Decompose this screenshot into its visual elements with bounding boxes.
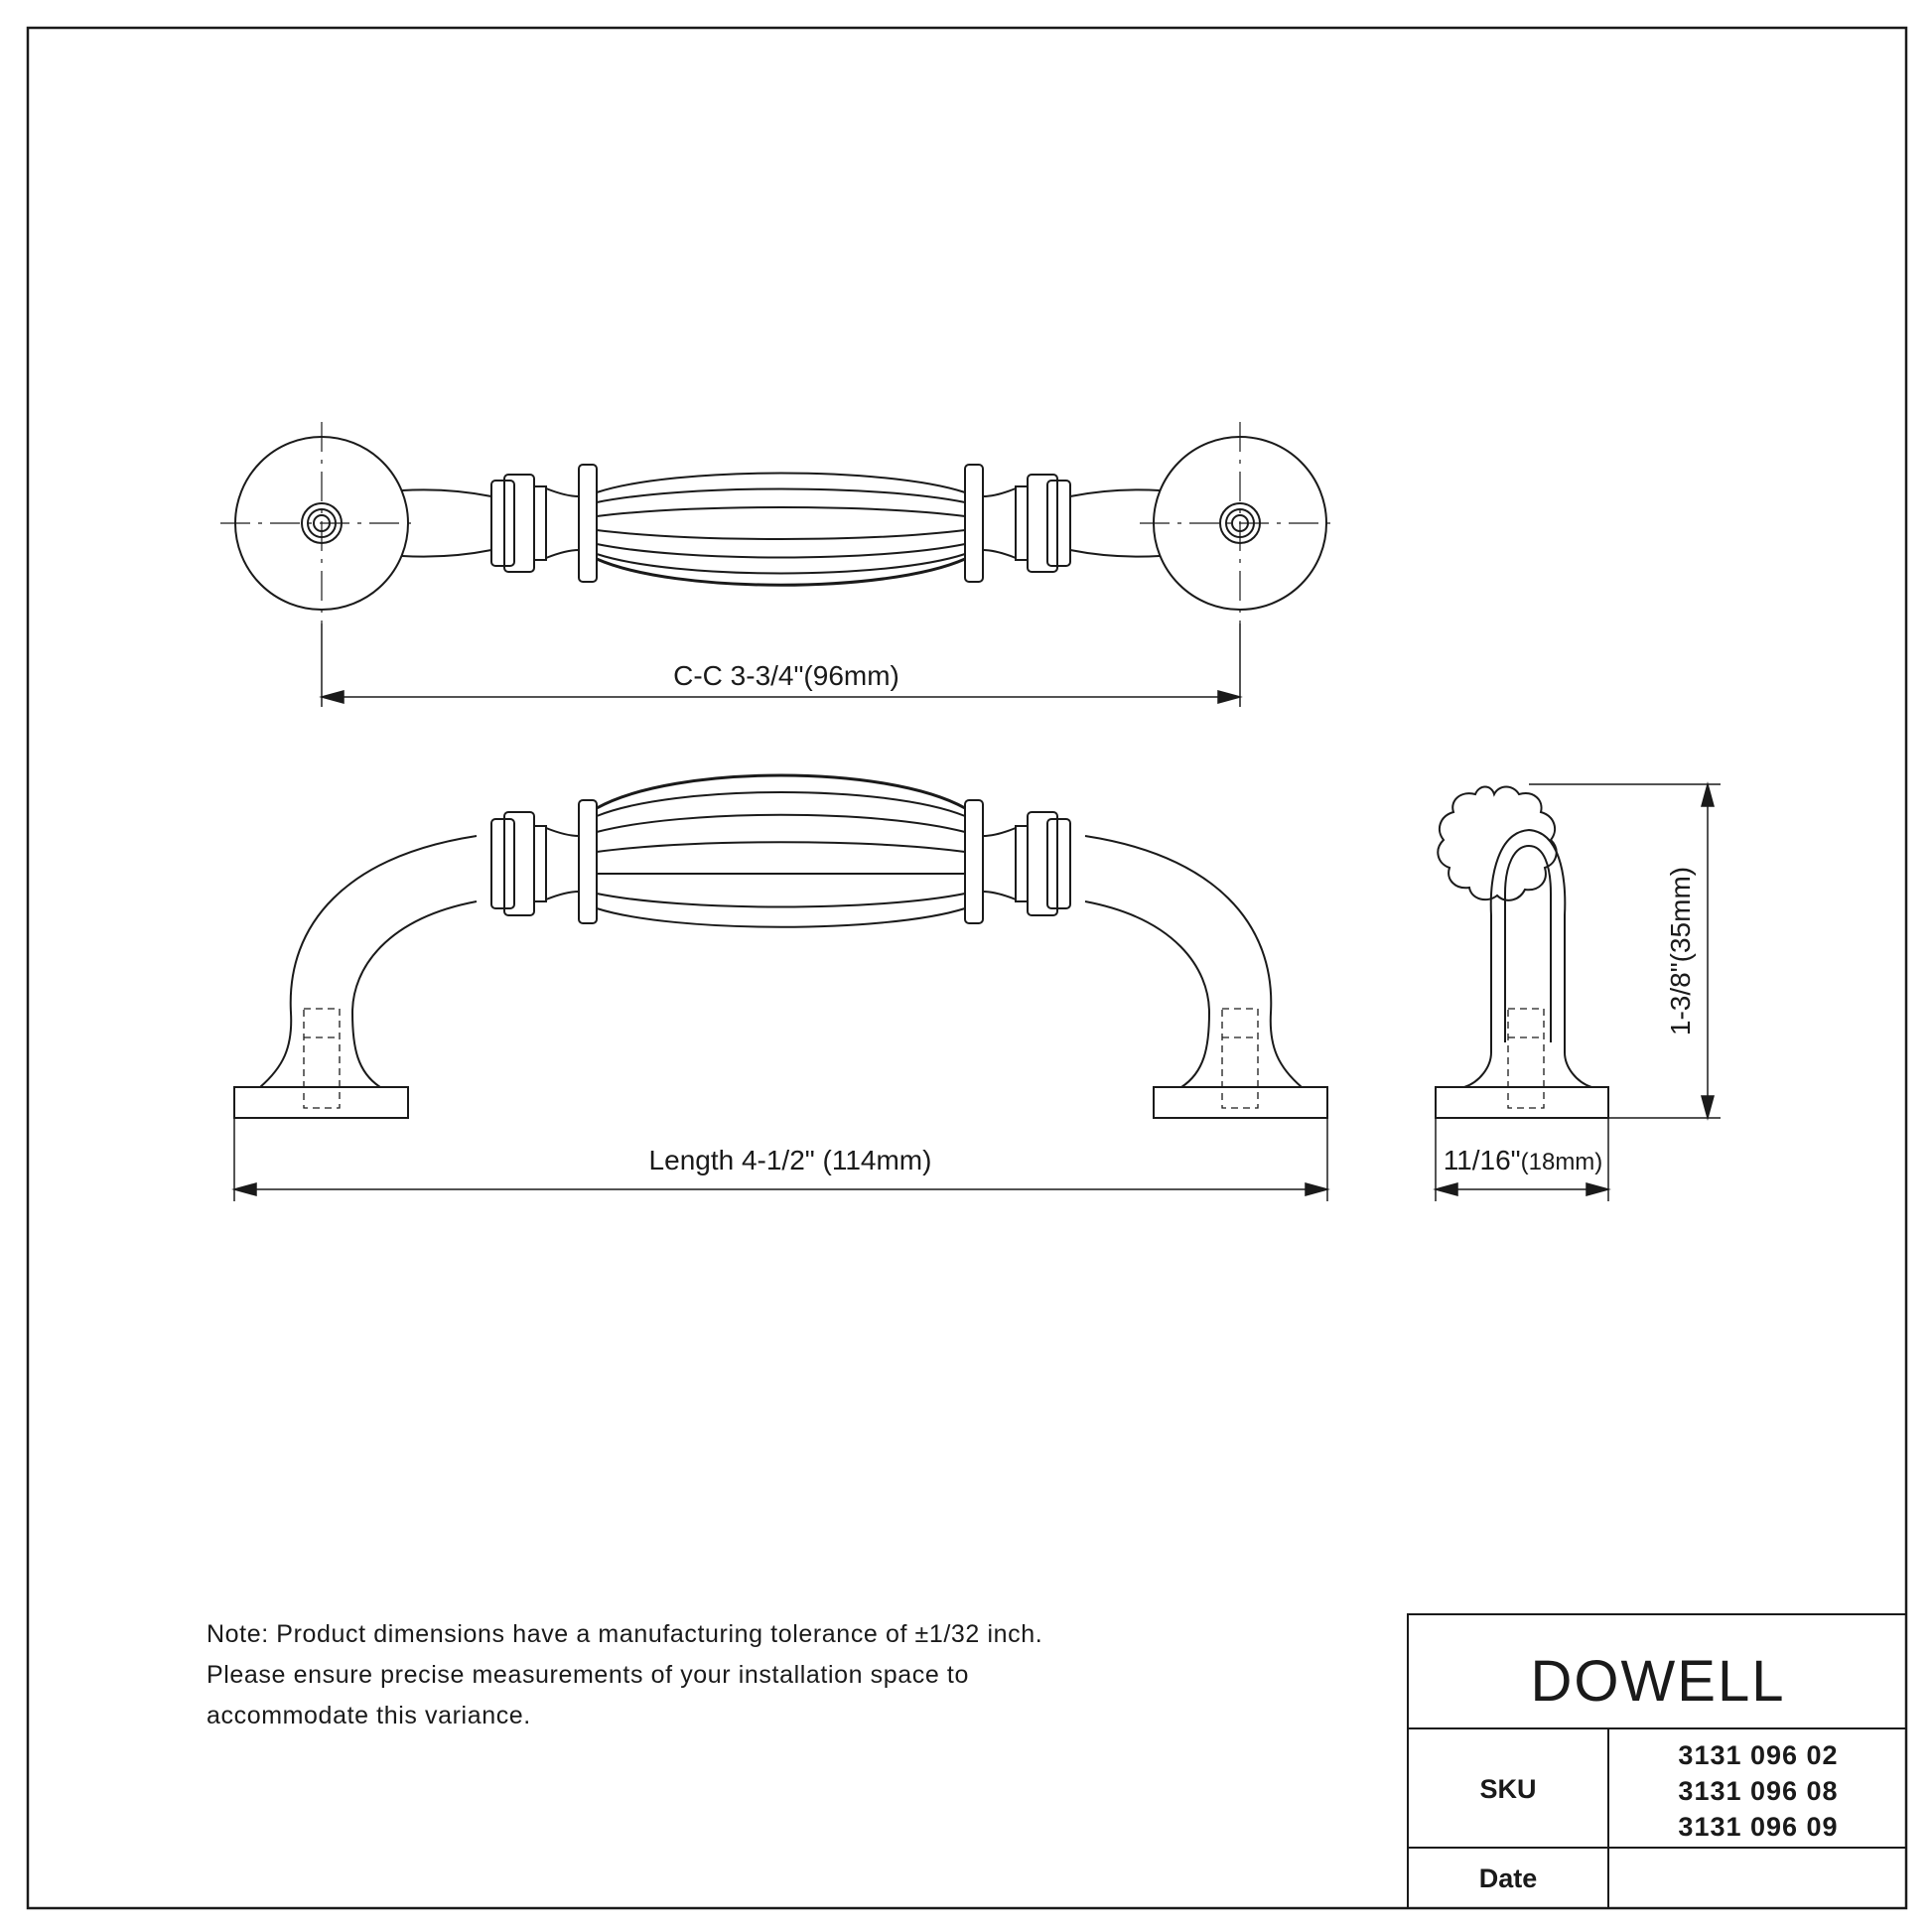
dowell-logo: DOWELL bbox=[1531, 1649, 1786, 1714]
top-view bbox=[220, 422, 1335, 623]
sku-item: 3131 096 08 bbox=[1678, 1775, 1839, 1806]
sku-item: 3131 096 02 bbox=[1678, 1739, 1839, 1770]
width-inch-label: 11/16" bbox=[1444, 1145, 1521, 1175]
sku-list: 3131 096 02 3131 096 08 3131 096 09 bbox=[1610, 1733, 1906, 1848]
note-line-1: Note: Product dimensions have a manufact… bbox=[207, 1620, 1043, 1648]
cc-dimension-label: C-C 3-3/4"(96mm) bbox=[673, 660, 899, 691]
left-base bbox=[233, 1086, 409, 1119]
note-line-2: Please ensure precise measurements of yo… bbox=[207, 1661, 969, 1689]
title-block bbox=[1407, 1613, 1907, 1909]
sku-item: 3131 096 09 bbox=[1678, 1811, 1839, 1842]
sheet-border bbox=[26, 26, 1908, 1910]
brand-name: DOWELL bbox=[1531, 1649, 1786, 1714]
width-dimension-label: 11/16"(18mm) bbox=[1444, 1145, 1603, 1175]
sku-label: SKU bbox=[1479, 1773, 1537, 1804]
width-dimension bbox=[1433, 1118, 1611, 1201]
height-dimension bbox=[1529, 781, 1721, 1121]
right-base bbox=[1153, 1086, 1328, 1119]
side-view bbox=[1435, 785, 1609, 1119]
length-dimension bbox=[231, 1118, 1330, 1201]
height-dimension-label: 1-3/8"(35mm) bbox=[1665, 867, 1696, 1035]
date-label: Date bbox=[1478, 1863, 1538, 1893]
width-mm-label: (18mm) bbox=[1521, 1149, 1603, 1175]
length-dimension-label: Length 4-1/2" (114mm) bbox=[649, 1145, 932, 1175]
side-rosette bbox=[1437, 785, 1558, 901]
side-base bbox=[1435, 1086, 1609, 1119]
tolerance-note: Note: Product dimensions have a manufact… bbox=[207, 1614, 1348, 1736]
cc-dimension bbox=[319, 623, 1243, 707]
note-line-3: accommodate this variance. bbox=[207, 1702, 531, 1729]
front-view bbox=[233, 773, 1328, 1119]
